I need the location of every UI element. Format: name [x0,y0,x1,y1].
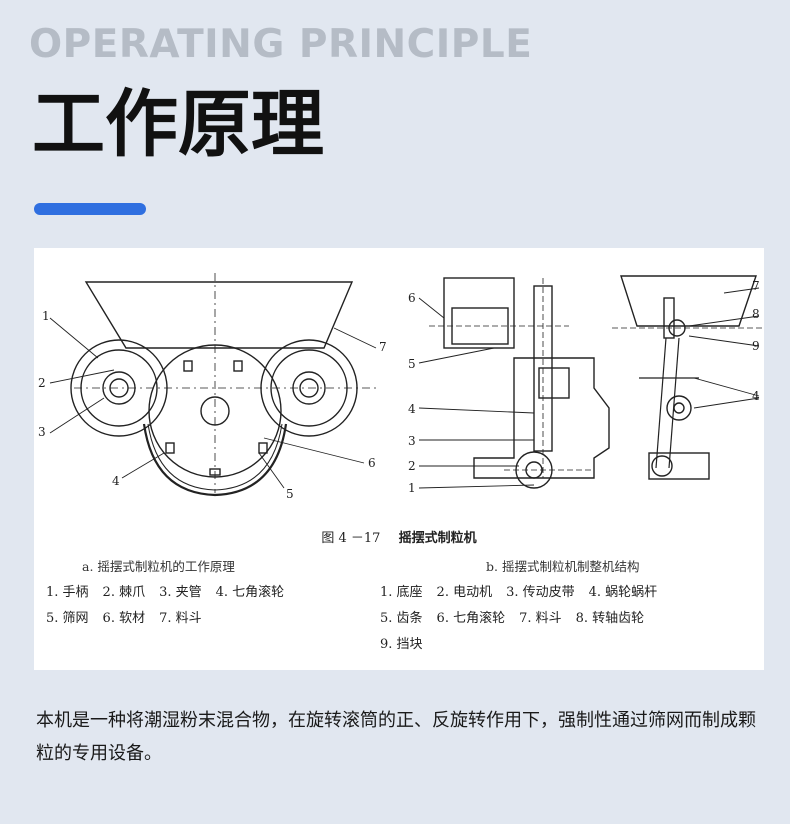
callout-a-3: 3 [38,425,46,439]
subcaption-b: b. 摇摆式制粒机制整机结构 [486,559,640,574]
english-title: OPERATING PRINCIPLE [29,22,533,67]
callout-b-4: 4 [408,402,416,416]
hopper-c [620,275,757,327]
callout-b-2: 2 [408,459,416,473]
legend-b-row-2: 5. 齿条 6. 七角滚轮 7. 料斗 8. 转轴齿轮 [380,607,658,626]
legend-a-item-1: 6. 软材 [102,611,146,626]
legend-b-item-2: 7. 料斗 [519,611,562,626]
right-drum [260,339,358,437]
legend-a-row-1: 1. 手柄 2. 棘爪 3. 夹管 4. 七角滚轮 [46,581,298,600]
callout-c-9: 9 [752,339,760,353]
seven-angle-roller [148,344,282,478]
callout-b-5: 5 [408,357,416,371]
diagram-panel: 1 2 3 4 5 6 7 6 5 4 3 2 1 7 8 9 4 图 4 －17 摇摆式制粒机 a. 摇摆… [34,248,764,670]
legend-a-row-2: 5. 筛网 6. 软材 7. 料斗 [46,607,216,626]
description-text: 本机是一种将潮湿粉末混合物，在旋转滚筒的正、反旋转作用下，强制性通过筛网而制成颗… [36,710,756,764]
callout-a-2: 2 [38,376,46,390]
legend-b-item-3: 4. 蜗轮蜗杆 [588,585,658,600]
left-drum [70,339,168,437]
legend-b-item-2: 3. 传动皮带 [506,585,575,600]
callout-a-4: 4 [112,474,120,488]
callout-c-7: 7 [752,279,760,293]
legend-b-item-3: 8. 转轴齿轮 [575,611,645,626]
legend-b-row-1: 1. 底座 2. 电动机 3. 传动皮带 4. 蜗轮蜗杆 [380,581,671,600]
granulator-diagram: 1 2 3 4 5 6 7 6 5 4 3 2 1 7 8 9 4 [38,273,764,501]
machine-base [473,357,610,479]
callout-a-1: 1 [42,309,50,323]
figure-title: 摇摆式制粒机 [398,531,477,546]
legend-a-item-2: 7. 料斗 [159,611,202,626]
legend-b-item-1: 2. 电动机 [436,585,493,600]
motor-c [648,452,710,480]
callout-a-6: 6 [368,456,376,470]
accent-bar [34,203,146,215]
legend-b-item-0: 5. 齿条 [380,611,423,626]
screen-mesh [142,423,288,497]
callout-b-3: 3 [408,434,416,448]
chinese-title: 工作原理 [32,82,324,167]
hopper-a [84,281,354,349]
callout-c-8: 8 [752,307,760,321]
legend-b-row-3: 9. 挡块 [380,633,437,652]
callout-c-4: 4 [752,389,760,403]
legend-a-item-1: 2. 棘爪 [102,585,146,600]
callout-b-1: 1 [408,481,416,495]
figure-number: 图 4 －17 [321,531,381,546]
legend-b-item-0: 1. 底座 [380,585,423,600]
legend-a-item-2: 3. 夹管 [159,585,202,600]
figure-caption: 图 4 －17 摇摆式制粒机 [34,527,764,546]
subcaption-a: a. 摇摆式制粒机的工作原理 [82,559,235,574]
callout-a-7: 7 [379,340,387,354]
callout-b-6: 6 [408,291,416,305]
legend-b-item-0: 9. 挡块 [380,637,423,652]
legend-a-item-0: 1. 手柄 [46,585,89,600]
callout-a-5: 5 [286,487,294,501]
legend-b-item-1: 6. 七角滚轮 [436,611,506,626]
legend-a-item-0: 5. 筛网 [46,611,89,626]
legend-a-item-3: 4. 七角滚轮 [215,585,285,600]
motor-housing [443,277,515,349]
